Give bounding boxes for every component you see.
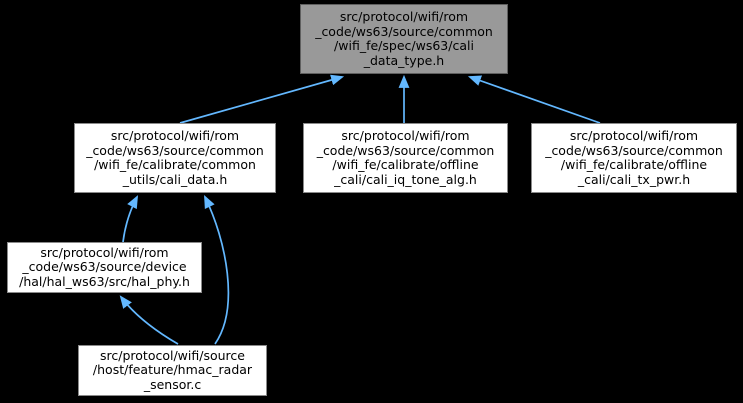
node-hmac-radar-sensor-c[interactable]: src/protocol/wifi/source /host/feature/h… — [78, 345, 267, 396]
node-label-line: /hal/hal_ws63/src/hal_phy.h — [19, 273, 190, 289]
node-label-line: /host/feature/hmac_radar — [92, 362, 253, 378]
node-cali-data-h[interactable]: src/protocol/wifi/rom _code/ws63/source/… — [74, 123, 276, 193]
node-label-line: _data_type.h — [363, 52, 445, 68]
node-cali-data-type-h[interactable]: src/protocol/wifi/rom _code/ws63/source/… — [300, 4, 508, 74]
node-label-line: _sensor.c — [143, 376, 202, 392]
node-cali-tx-pwr-h[interactable]: src/protocol/wifi/rom _code/ws63/source/… — [531, 123, 737, 193]
node-label-line: _code/ws63/source/device — [22, 259, 187, 275]
node-label-line: _code/ws63/source/common — [316, 142, 495, 158]
node-label-line: _cali/cali_tx_pwr.h — [577, 171, 691, 187]
node-label-line: _code/ws63/source/common — [86, 142, 264, 158]
edge-sensor-to-cali-data — [204, 195, 230, 345]
node-hal-phy-h[interactable]: src/protocol/wifi/rom _code/ws63/source/… — [7, 242, 202, 293]
edge-tx-pwr-to-cali-data-type — [467, 75, 601, 124]
node-label-line: _code/ws63/source/common — [545, 142, 723, 158]
node-label-line: src/protocol/wifi/rom — [339, 9, 469, 24]
edge-cali-data-to-cali-data-type — [179, 74, 345, 124]
node-label-line: /wifi_fe/calibrate/offline — [332, 157, 479, 172]
node-label-line: /wifi_fe/calibrate/offline — [560, 157, 708, 172]
node-label-line: src/protocol/wifi/source — [100, 347, 245, 363]
node-cali-iq-tone-alg-h[interactable]: src/protocol/wifi/rom _code/ws63/source/… — [303, 123, 508, 193]
node-label-line: _cali/cali_iq_tone_alg.h — [334, 171, 477, 187]
node-label-line: /wifi_fe/spec/ws63/cali — [334, 38, 474, 53]
node-label-line: src/protocol/wifi/rom — [341, 128, 470, 143]
node-label-line: _code/ws63/source/common — [315, 23, 493, 39]
node-label-line: /wifi_fe/calibrate/common — [94, 157, 256, 172]
node-label-line: src/protocol/wifi/rom — [40, 244, 169, 260]
node-label-line: src/protocol/wifi/rom — [110, 128, 240, 143]
edge-sensor-to-hal-phy — [119, 295, 179, 345]
node-label-line: _utils/cali_data.h — [122, 171, 228, 187]
edge-hal-phy-to-cali-data — [122, 195, 139, 243]
node-label-line: src/protocol/wifi/rom — [569, 128, 699, 143]
